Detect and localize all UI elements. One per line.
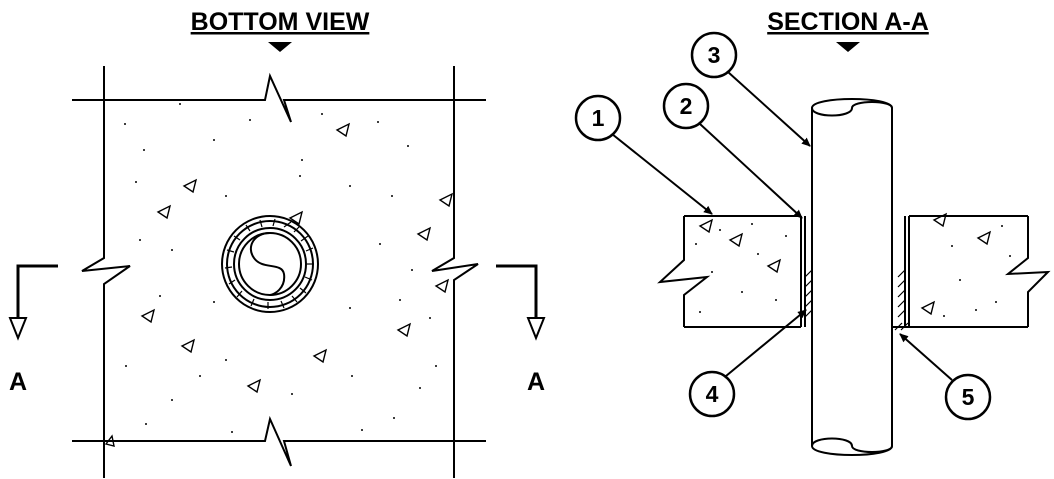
callout-5-label: 5 [962,384,975,410]
callout-4-label: 4 [706,381,719,407]
bottom-view: BOTTOM VIEW [72,8,486,478]
section-aa: SECTION A-A [574,8,1051,456]
callout-3-leader [727,71,811,147]
slab-plan-outline [72,66,486,478]
section-marker-right-label: A [527,368,545,396]
section-aa-title: SECTION A-A [767,8,929,36]
pipe-section [811,98,893,456]
callout-5-leader [899,333,953,381]
concrete-hatch-section [698,212,992,316]
pipe-sleeve [804,216,906,327]
concrete-hatch-plan [104,122,454,447]
pipe-penetration-plan [221,215,319,313]
callout-4: 4 [688,309,807,418]
callout-1-label: 1 [592,105,605,131]
bottom-view-title: BOTTOM VIEW [191,8,370,36]
callout-2-label: 2 [680,93,693,119]
callout-4-leader [725,309,807,377]
section-aa-title-marker [836,42,860,52]
callout-3-label: 3 [708,42,721,68]
concrete-dots-plan [124,103,437,433]
callout-3: 3 [690,31,811,147]
callout-2-leader [699,123,803,219]
callout-1: 1 [574,94,713,215]
slab-section-right [908,215,1051,328]
callout-2: 2 [662,82,803,219]
callout-1-leader [611,133,713,215]
concrete-dots-section [695,223,1011,317]
section-marker-left-label: A [9,368,27,396]
callout-5: 5 [899,333,992,421]
section-cut-marker-right [496,264,546,341]
bottom-view-title-marker [268,42,292,52]
section-cut-marker-left [8,264,58,341]
slab-section-left [657,215,802,328]
